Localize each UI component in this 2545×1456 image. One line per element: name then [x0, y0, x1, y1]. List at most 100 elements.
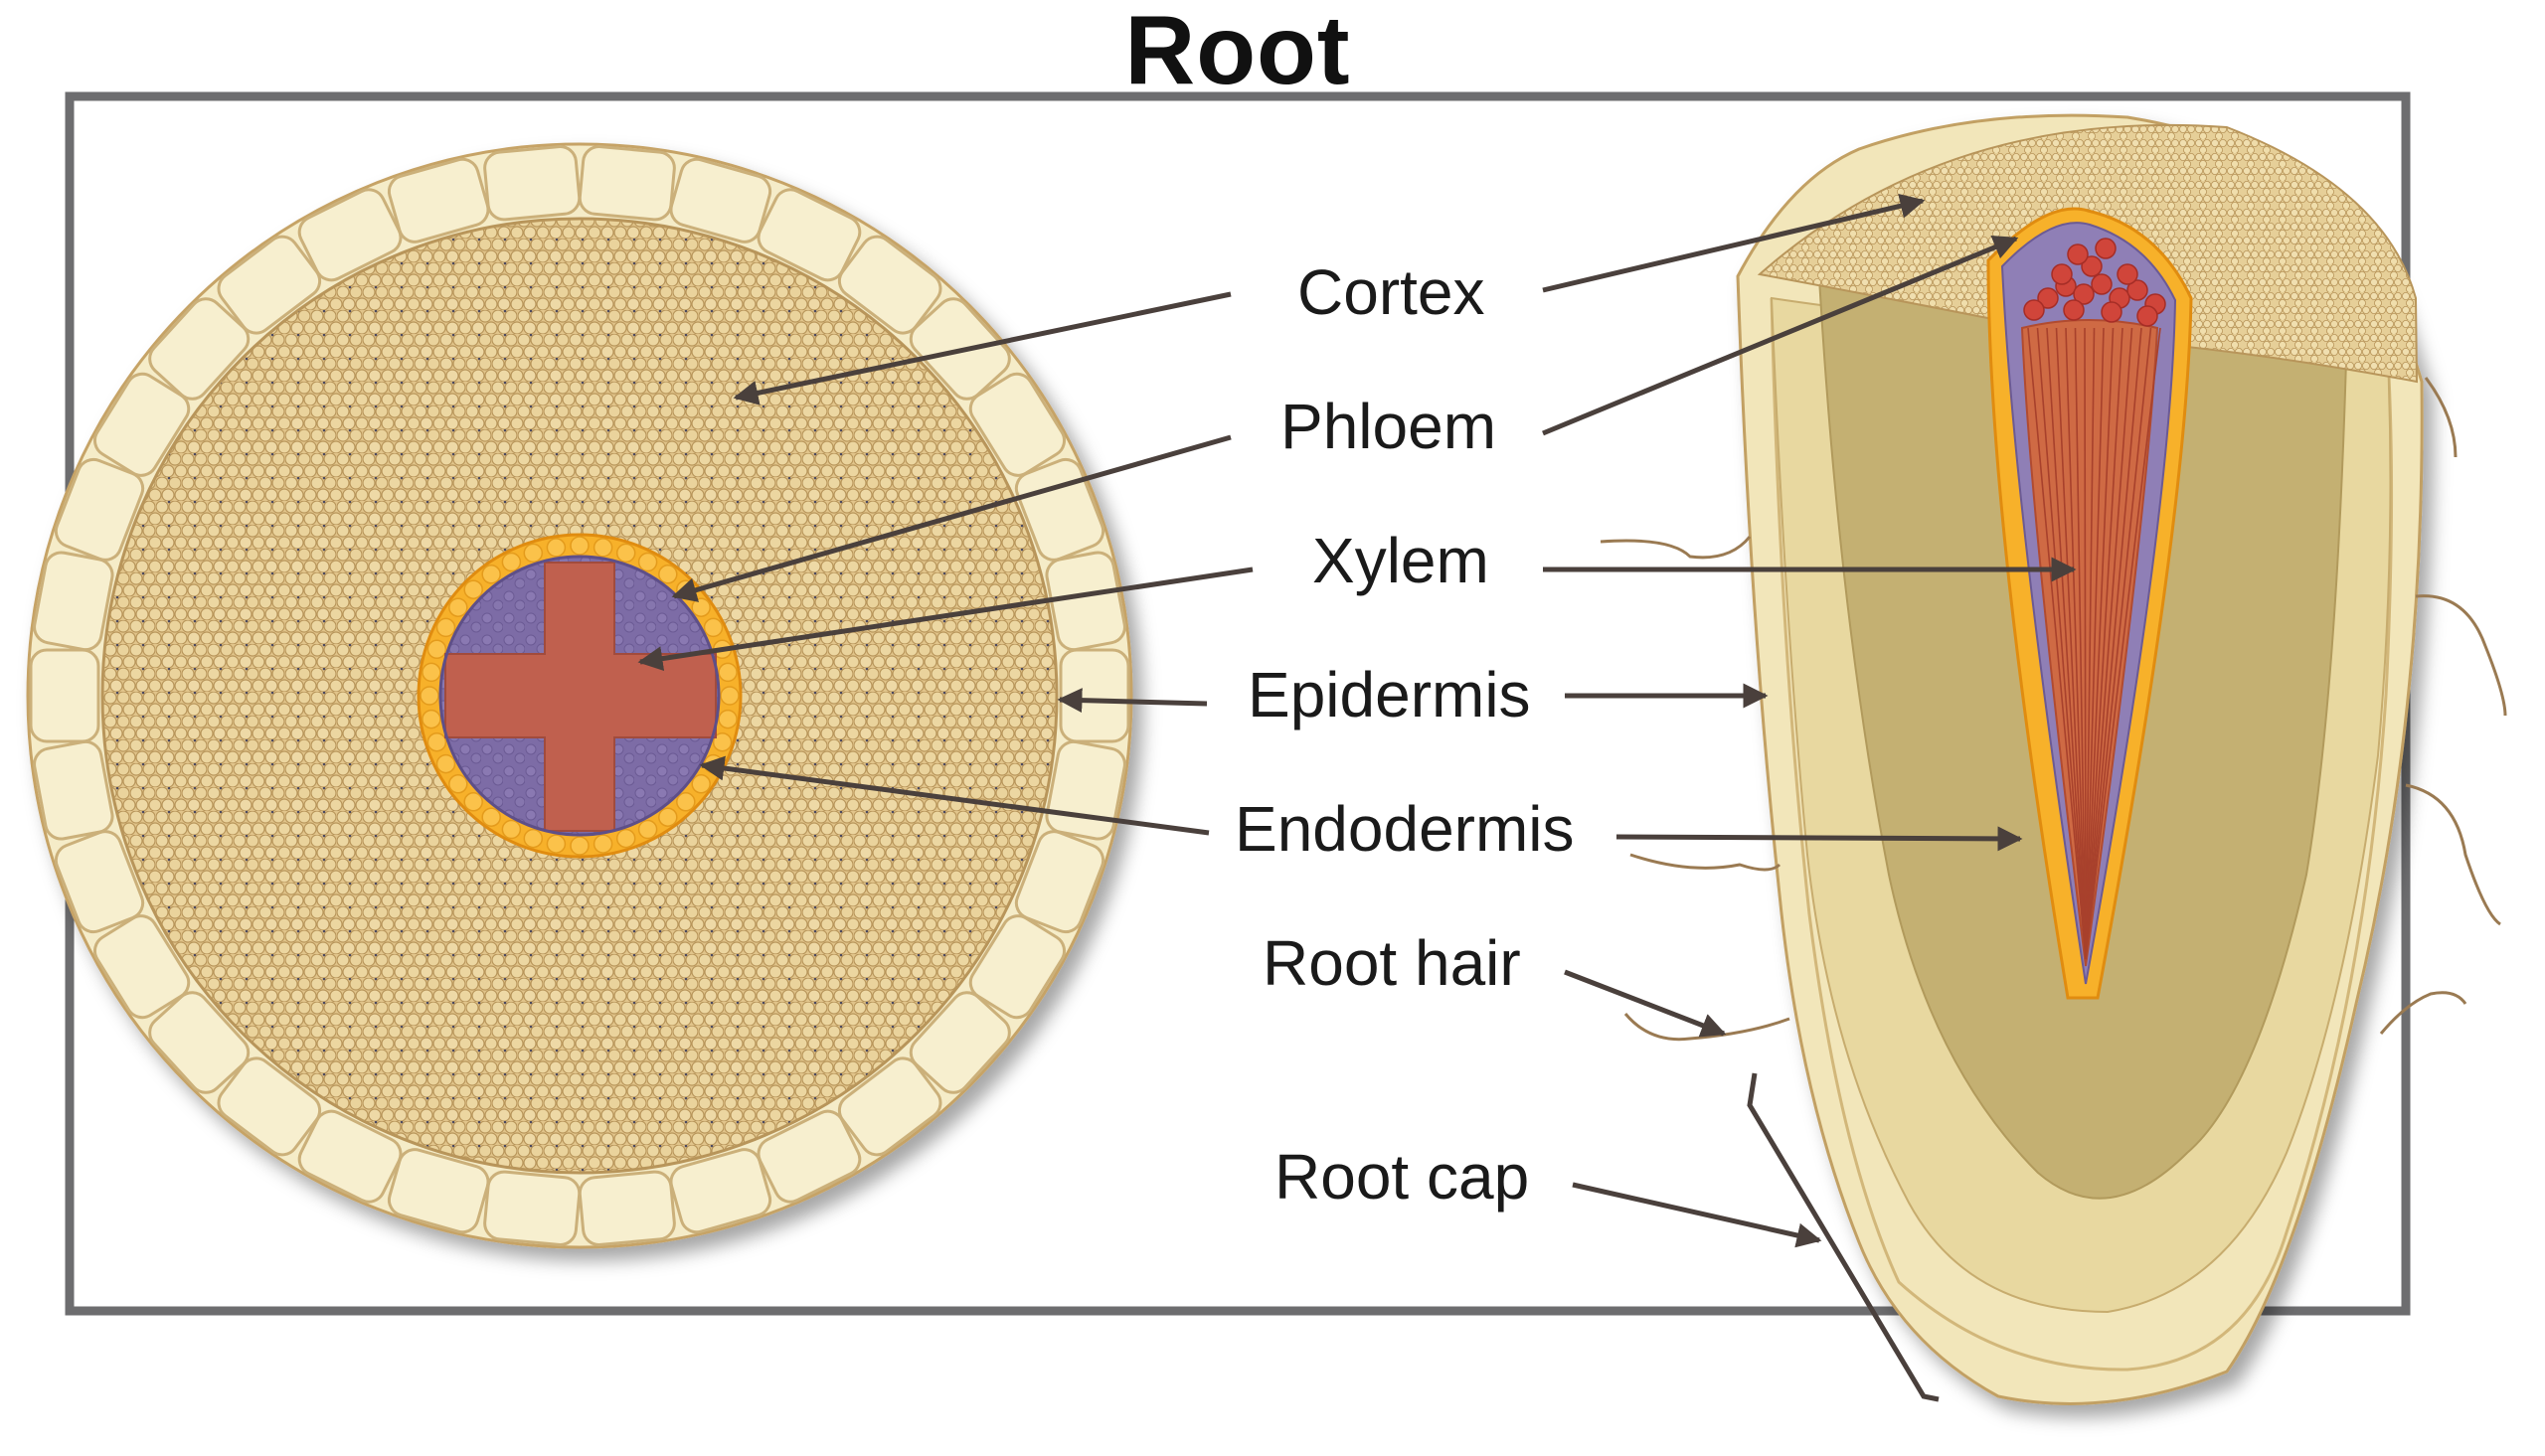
xylem-strand: [2027, 327, 2087, 960]
endodermis-cell: [435, 617, 456, 638]
endodermis-cell: [637, 552, 658, 572]
endodermis-cell: [422, 709, 441, 729]
endodermis-cell: [691, 597, 711, 617]
phloem-cell: [2051, 263, 2073, 285]
epidermis-cell: [669, 157, 772, 243]
diagram-title: Root: [1124, 0, 1351, 104]
root-hairs: [1600, 377, 2507, 1042]
arrow-root-hair: [1564, 969, 1727, 1038]
epidermis-cell: [217, 1056, 322, 1157]
endodermis-cell: [426, 639, 447, 660]
epidermis-cell: [483, 1170, 582, 1246]
endodermis-cell: [691, 774, 711, 794]
epidermis-cell: [297, 188, 403, 282]
phloem-cell: [2073, 283, 2095, 305]
label-arrows: [637, 193, 2077, 1248]
epidermis-cell: [92, 914, 191, 1020]
endodermis-cell: [718, 709, 738, 729]
phloem-cell: [2091, 273, 2113, 295]
phloem-cell: [2081, 255, 2103, 277]
endodermis-cell: [435, 753, 456, 774]
arrow-phloem-long: [1542, 236, 2019, 436]
endodermis-cell: [420, 686, 439, 706]
epidermis-cell: [33, 739, 114, 841]
endodermis-cell: [481, 807, 501, 827]
endodermis-cell: [481, 565, 501, 584]
epidermis-cell: [1014, 830, 1105, 934]
endodermis-cell: [426, 731, 447, 752]
xylem-strand: [2074, 327, 2087, 960]
epidermis-cell: [54, 830, 145, 934]
epidermis-cell: [578, 145, 676, 222]
endodermis-cell: [593, 834, 613, 854]
phloem-cell: [2126, 279, 2148, 301]
endodermis-cell: [523, 828, 544, 849]
label-cortex: Cortex: [1297, 256, 1485, 328]
epidermis-cell: [1014, 457, 1105, 562]
phloem-cell: [2063, 299, 2085, 321]
endodermis-cell: [658, 807, 678, 827]
epidermis-cell: [148, 991, 251, 1094]
epidermis-cell: [387, 157, 490, 243]
arrow-xylem-cross: [637, 566, 1254, 672]
endodermis-cell: [570, 536, 590, 556]
endodermis-cell: [703, 617, 724, 638]
endodermis-cell: [422, 662, 441, 683]
endodermis-cell: [637, 819, 658, 840]
epidermis-cell: [54, 457, 145, 562]
xylem-strand: [2085, 327, 2152, 960]
endodermis-cell: [463, 579, 483, 599]
epidermis-cell: [483, 145, 582, 222]
xylem-strand: [2085, 327, 2133, 960]
phloem-cell: [2117, 263, 2138, 285]
root-cap-bracket: [1747, 1072, 1940, 1402]
endodermis-cell: [658, 565, 678, 584]
xylem-strand: [2085, 327, 2115, 960]
endodermis-cell: [570, 836, 590, 856]
phloem-cell: [2101, 301, 2122, 323]
xylem-strand: [2085, 327, 2142, 960]
endodermis-cell: [448, 774, 468, 794]
arrow-phloem-cross: [671, 434, 1232, 602]
label-endodermis: Endodermis: [1235, 793, 1575, 865]
xylem-strand: [2085, 327, 2105, 960]
endodermis-cell: [615, 828, 636, 849]
label-phloem: Phloem: [1280, 391, 1496, 462]
endodermis-cell: [593, 538, 613, 558]
xylem-strand: [2084, 327, 2087, 960]
phloem-cell: [2037, 287, 2059, 309]
phloem-cell: [2136, 305, 2158, 327]
endodermis-cell: [676, 792, 696, 812]
xylem-strand: [2046, 327, 2087, 960]
epidermis-cell: [387, 1148, 490, 1234]
label-epidermis: Epidermis: [1248, 659, 1531, 730]
epidermis-cell: [837, 1056, 942, 1157]
endodermis-cell: [718, 662, 738, 683]
label-xylem: Xylem: [1312, 525, 1489, 596]
endodermis-cell: [463, 792, 483, 812]
xylem-strand: [2036, 327, 2087, 960]
endodermis-cell: [615, 543, 636, 564]
endodermis-cell: [523, 543, 544, 564]
epidermis-cell: [968, 914, 1067, 1020]
epidermis-cell: [29, 648, 100, 743]
epidermis-cell: [968, 372, 1067, 477]
xylem-strand: [2065, 327, 2087, 960]
xylem-strand: [2085, 327, 2096, 960]
phloem-cell: [2023, 299, 2045, 321]
arrow-root-cap: [1572, 1182, 1822, 1248]
endodermis-cell: [501, 552, 522, 572]
label-root-hair: Root hair: [1263, 927, 1521, 999]
phloem-cell: [2095, 238, 2117, 259]
xylem-strand: [2085, 327, 2123, 960]
epidermis-cell: [297, 1109, 403, 1204]
arrow-endodermis-cross: [699, 755, 1210, 836]
epidermis-cell: [1045, 551, 1126, 652]
endodermis-cell: [448, 597, 468, 617]
epidermis-cell: [33, 551, 114, 652]
epidermis-cell: [578, 1170, 676, 1246]
epidermis-cell: [1045, 739, 1126, 841]
label-root-cap: Root cap: [1274, 1141, 1530, 1213]
